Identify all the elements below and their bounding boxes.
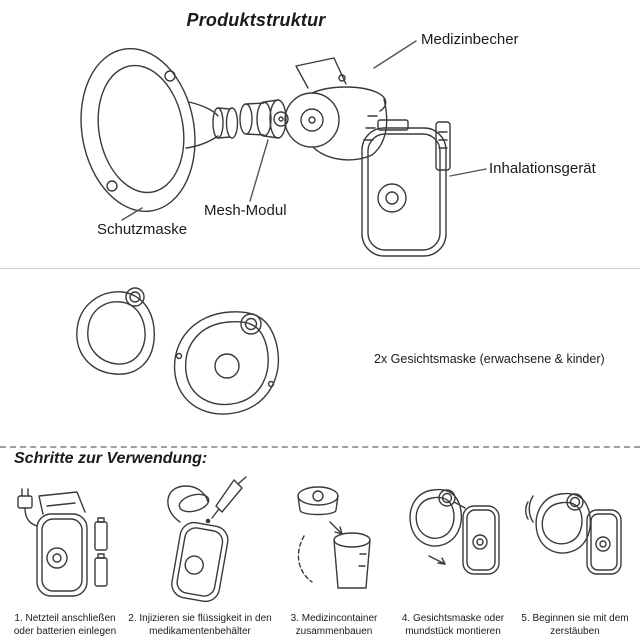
leader-lines — [121, 40, 487, 221]
product-structure-illustration — [80, 40, 487, 257]
child-mask-drawing — [76, 287, 155, 375]
step-4: 4. Gesichtsmaske oder mundstück montiere… — [394, 476, 512, 638]
section-divider-top — [0, 268, 640, 269]
step-1: 1. Netzteil anschließen oder batterien e… — [4, 476, 126, 638]
step-3: 3. Medizincontainer zusammenbauen — [276, 476, 392, 638]
label-mesh-modul: Mesh-Modul — [204, 202, 287, 219]
steps-heading: Schritte zur Verwendung: — [14, 450, 208, 467]
inhaler-device-drawing — [361, 119, 451, 257]
label-inhalationsgeraet: Inhalationsgerät — [489, 160, 596, 177]
step-2: 2. Injizieren sie flüssigkeit in den med… — [128, 476, 272, 638]
step-5-caption: 5. Beginnen sie mit dem zerstäuben — [521, 613, 629, 637]
mesh-module-drawing — [239, 99, 289, 139]
step-4-illustration — [409, 488, 500, 575]
masks-caption: 2x Gesichtsmaske (erwachsene & kinder) — [374, 352, 605, 366]
medicine-cup-drawing — [284, 57, 388, 161]
label-medizinbecher: Medizinbecher — [421, 31, 519, 48]
adult-mask-drawing — [173, 311, 279, 415]
page-title: Produktstruktur — [186, 10, 326, 30]
step-2-caption: 2. Injizieren sie flüssigkeit in den med… — [128, 613, 272, 637]
step-2-illustration — [167, 476, 247, 603]
section-divider-bottom — [0, 446, 640, 448]
step-3-illustration — [297, 486, 371, 589]
label-schutzmaske: Schutzmaske — [97, 221, 188, 238]
step-1-caption: 1. Netzteil anschließen oder batterien e… — [13, 613, 117, 637]
face-masks-illustration — [76, 287, 279, 415]
step-5-illustration — [525, 492, 622, 575]
step-1-illustration — [17, 488, 108, 597]
step-4-caption: 4. Gesichtsmaske oder mundstück montiere… — [401, 613, 505, 637]
mask-drawing — [80, 47, 239, 213]
step-3-caption: 3. Medizincontainer zusammenbauen — [290, 613, 378, 637]
step-5: 5. Beginnen sie mit dem zerstäuben — [514, 476, 636, 638]
